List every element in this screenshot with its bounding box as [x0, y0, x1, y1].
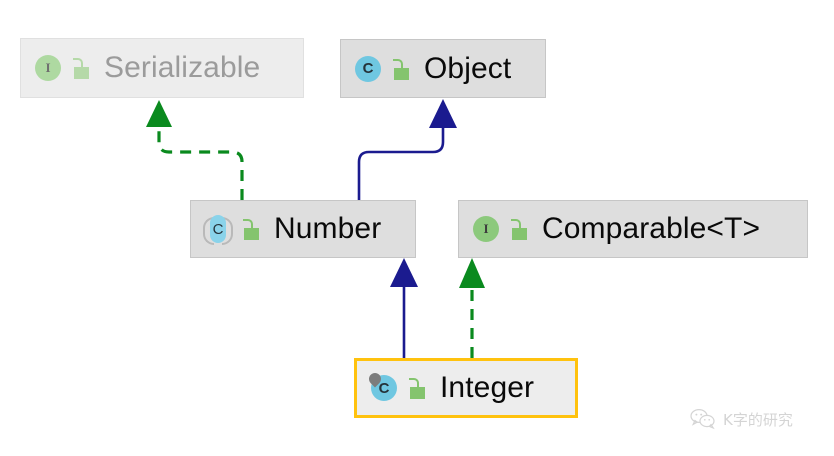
open-padlock-icon	[508, 218, 528, 240]
interface-icon: I	[33, 53, 63, 83]
interface-icon: I	[471, 214, 501, 244]
final-class-icon: C	[366, 370, 399, 403]
edge-integer-implements-comparable	[459, 258, 485, 358]
class-node-integer[interactable]: C Integer	[354, 358, 578, 418]
open-padlock-icon	[406, 377, 426, 399]
open-padlock-icon	[240, 218, 260, 240]
class-node-label: Integer	[440, 371, 535, 404]
wechat-icon	[690, 408, 715, 430]
edge-number-extends-object	[357, 99, 457, 200]
arrowhead-triangle	[429, 99, 457, 128]
class-icon: C	[353, 54, 383, 84]
class-node-object[interactable]: C Object	[340, 39, 546, 98]
class-node-label: Number	[274, 212, 382, 245]
class-node-comparable[interactable]: I Comparable<T>	[458, 200, 808, 258]
edge-number-implements-serializable	[146, 100, 244, 200]
edge-integer-extends-number	[390, 258, 418, 358]
class-node-label: Comparable<T>	[542, 212, 761, 245]
class-node-number[interactable]: C Number	[190, 200, 416, 258]
abstract-class-icon: C	[203, 214, 233, 245]
open-padlock-icon	[70, 57, 90, 79]
arrowhead-triangle	[390, 258, 418, 287]
watermark-text: K字的研究	[723, 410, 793, 429]
class-node-serializable[interactable]: I Serializable	[20, 38, 304, 98]
class-node-label: Serializable	[104, 51, 261, 84]
arrowhead-triangle	[459, 258, 485, 288]
class-node-label: Object	[424, 51, 512, 85]
open-padlock-icon	[390, 58, 410, 80]
arrowhead-triangle	[146, 100, 172, 127]
watermark: K字的研究	[690, 408, 793, 430]
